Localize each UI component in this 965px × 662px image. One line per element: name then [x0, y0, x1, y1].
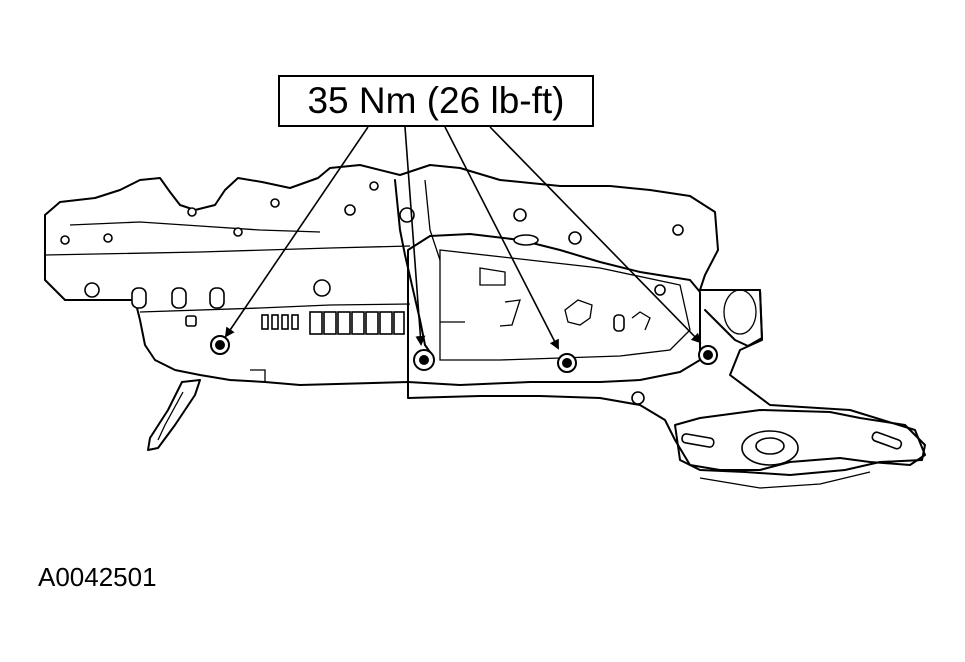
release-lever-inner [157, 391, 184, 441]
rail-hole [369, 181, 379, 191]
rail-hole [233, 227, 243, 237]
bolt [698, 345, 718, 365]
foot-boss-inner [755, 437, 785, 455]
gear-rack [261, 311, 405, 335]
recliner-arm-2 [424, 179, 441, 261]
rail-slot [209, 287, 225, 309]
tube-end [699, 289, 763, 347]
mounting-foot [674, 409, 926, 476]
rail-slot [171, 287, 187, 309]
rail-inner-line-2 [69, 221, 321, 233]
rail-inner-line [44, 245, 411, 256]
rail-hole [654, 284, 666, 296]
bolt [557, 353, 577, 373]
recliner-arm [394, 179, 433, 356]
foot-edge [699, 471, 871, 489]
rail-slot [185, 315, 197, 327]
housing-inner [439, 249, 691, 361]
housing-feature [250, 369, 266, 382]
rail-hole [270, 198, 280, 208]
housing-feature [564, 299, 593, 326]
bolt [210, 335, 230, 355]
upper-rail-outline [44, 164, 926, 471]
rail-slot [613, 314, 625, 332]
rail-hole [672, 224, 684, 236]
housing-feature [631, 311, 651, 331]
rail-hole [103, 233, 113, 243]
rail-lower-line [139, 303, 411, 313]
housing-feature [499, 299, 521, 327]
figure-id: A0042501 [38, 562, 157, 592]
rail-slot [513, 234, 539, 246]
leader-arrow [224, 126, 369, 338]
leader-arrow [489, 126, 702, 344]
rail-hole [187, 207, 197, 217]
housing-feature [479, 267, 506, 286]
tube-end-face [723, 289, 757, 335]
rail-slot [131, 287, 147, 309]
bolt [413, 349, 435, 371]
rail-hole [60, 235, 70, 245]
leader-arrow [404, 126, 426, 346]
rail-hole [568, 231, 582, 245]
motor-housing [407, 233, 701, 386]
torque-callout: 35 Nm (26 lb-ft) [278, 75, 594, 127]
foot-slot-left [681, 433, 715, 448]
rail-hole [631, 391, 645, 405]
release-lever [147, 379, 201, 451]
rail-hole [84, 282, 100, 298]
rail-hole [313, 279, 331, 297]
rail-hole [344, 204, 356, 216]
leader-arrow [444, 126, 559, 350]
rail-hole [513, 208, 527, 222]
foot-slot-right [871, 431, 903, 450]
